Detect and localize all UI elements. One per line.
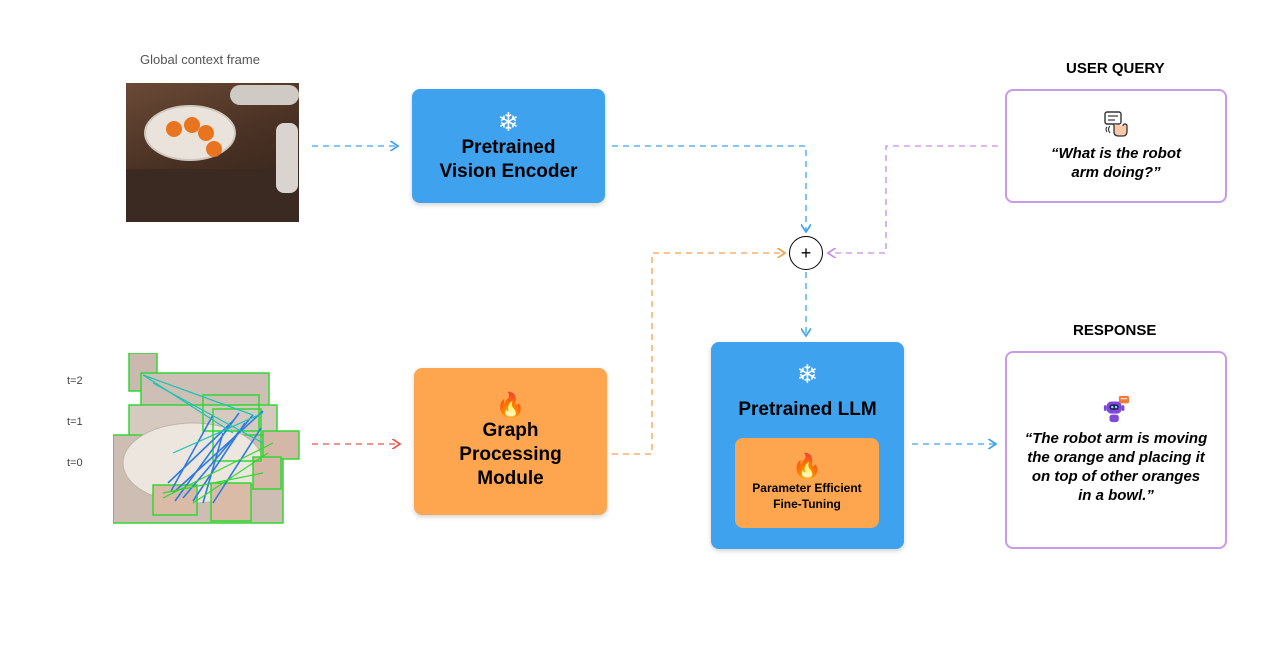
encoder-title: Pretrained Vision Encoder	[439, 137, 578, 182]
table-surface	[126, 169, 299, 222]
response-heading: RESPONSE	[1073, 322, 1157, 339]
response-text: “The robot arm is moving the orange and …	[1024, 430, 1208, 504]
chat-hand-icon	[1104, 111, 1128, 137]
gpm-title: Graph Processing Module	[459, 419, 562, 489]
orange	[166, 121, 182, 137]
scene-graph-image	[113, 353, 300, 524]
snowflake-icon: ❄	[497, 107, 520, 137]
orange	[184, 117, 200, 133]
graph-processing-module-box: 🔥 Graph Processing Module	[414, 368, 607, 515]
flame-icon: 🔥	[792, 453, 822, 480]
orange	[198, 125, 214, 141]
peft-box: 🔥 Parameter Efficient Fine-Tuning	[735, 438, 879, 528]
user-query-card: “What is the robot arm doing?”	[1005, 89, 1227, 203]
response-card: “The robot arm is moving the orange and …	[1005, 351, 1227, 549]
peft-title: Parameter Efficient Fine-Tuning	[752, 481, 862, 511]
arrow-encoder-to-fusion	[612, 145, 806, 232]
time-label-t2: t=2	[67, 375, 83, 387]
snowflake-icon: ❄	[796, 359, 819, 389]
global-context-frame-image	[126, 83, 299, 222]
llm-title: Pretrained LLM	[738, 399, 877, 420]
pretrained-vision-encoder-box: ❄ Pretrained Vision Encoder	[412, 89, 605, 203]
arrow-query-to-fusion	[828, 145, 998, 253]
fusion-plus-node: +	[789, 236, 823, 270]
robot-arm	[230, 85, 299, 105]
time-label-t1: t=1	[67, 416, 83, 428]
pretrained-llm-box: ❄ Pretrained LLM 🔥 Parameter Efficient F…	[711, 342, 904, 549]
robot-icon	[1103, 395, 1130, 423]
user-query-heading: USER QUERY	[1066, 60, 1165, 77]
orange	[206, 141, 222, 157]
time-label-t0: t=0	[67, 457, 83, 469]
context-frame-caption: Global context frame	[140, 52, 260, 67]
user-query-text: “What is the robot arm doing?”	[1051, 145, 1181, 181]
robot-arm-base	[276, 123, 298, 193]
flame-icon: 🔥	[495, 391, 526, 419]
